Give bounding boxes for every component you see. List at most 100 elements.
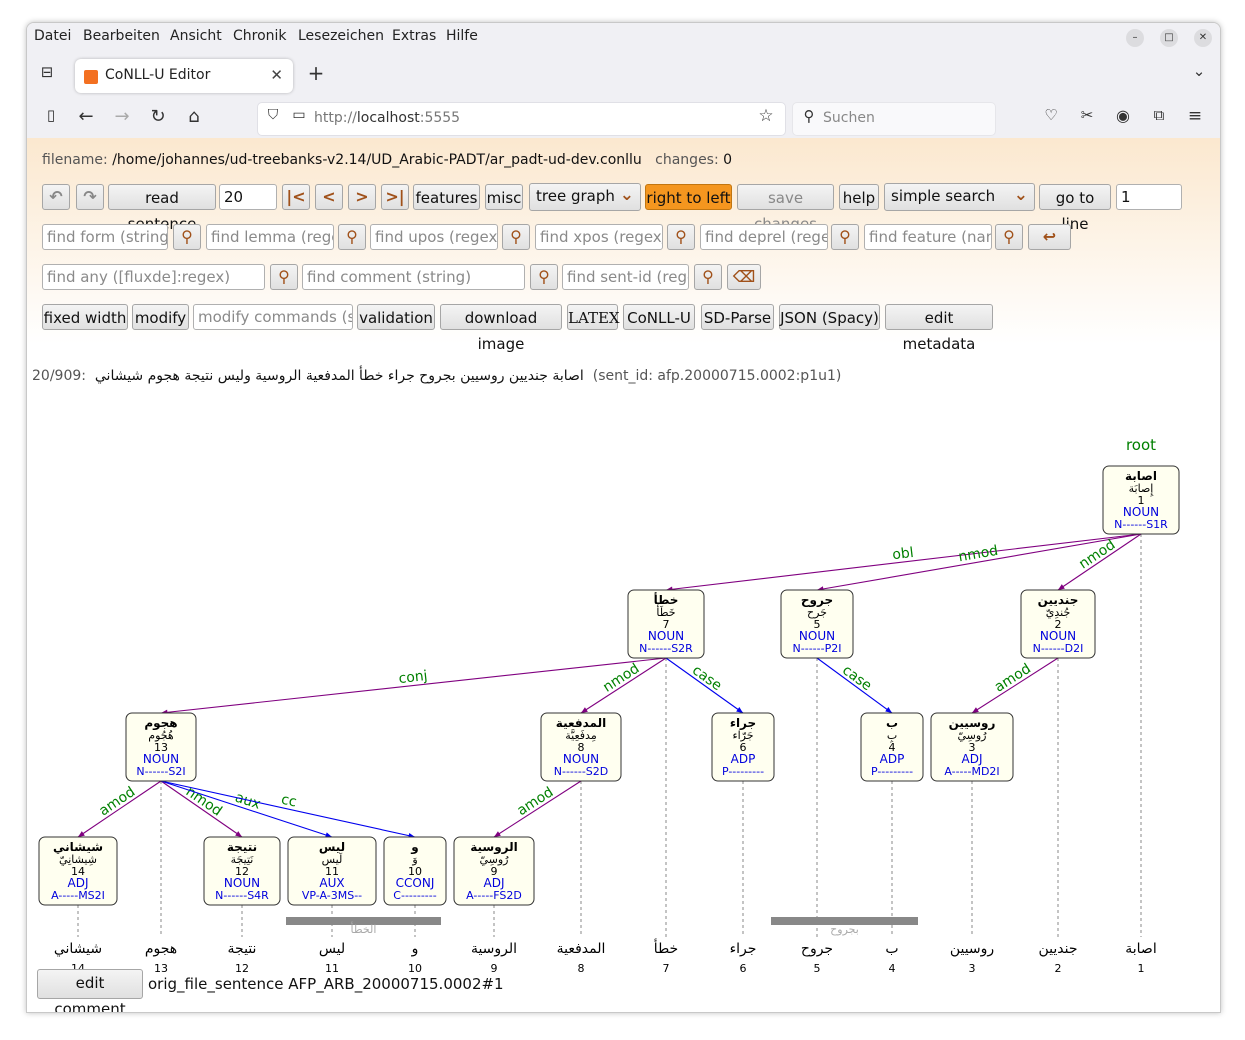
- features-button[interactable]: features: [413, 184, 480, 210]
- fixed-width-button[interactable]: fixed width: [42, 304, 128, 330]
- dependency-arc[interactable]: [971, 657, 1059, 714]
- search-icon[interactable]: ⚲: [831, 224, 859, 250]
- search-mode-select[interactable]: simple search⌄: [884, 183, 1035, 211]
- help-button[interactable]: help: [839, 184, 879, 210]
- screenshot-icon[interactable]: ✂: [1080, 106, 1094, 124]
- bookmark-star-icon[interactable]: ☆: [758, 106, 774, 126]
- tab-list-icon[interactable]: ⌄: [1192, 62, 1206, 80]
- forward-icon[interactable]: →: [114, 106, 130, 127]
- app-menu-icon[interactable]: ≡: [1187, 106, 1203, 126]
- deprel-label[interactable]: amod: [96, 784, 138, 819]
- dependency-arc[interactable]: [816, 657, 893, 714]
- menu-lesezeichen[interactable]: Lesezeichen: [298, 28, 384, 44]
- home-icon[interactable]: ⌂: [188, 106, 200, 127]
- deprel-label[interactable]: aux: [233, 790, 262, 813]
- browser-search[interactable]: ⚲ Suchen: [792, 102, 996, 136]
- find-any-input[interactable]: find any ([fluxde]:regex): [42, 264, 265, 290]
- menu-ansicht[interactable]: Ansicht: [170, 28, 222, 44]
- token-node[interactable]: [38, 836, 118, 906]
- maximize-icon[interactable]: □: [1160, 29, 1178, 47]
- latex-button[interactable]: LATEX: [567, 304, 620, 330]
- search-icon[interactable]: ⚲: [530, 264, 558, 290]
- new-tab-icon[interactable]: +: [307, 61, 325, 85]
- deprel-label[interactable]: nmod: [957, 543, 999, 566]
- token-node[interactable]: [1020, 589, 1096, 659]
- deprel-label[interactable]: cc: [280, 792, 298, 811]
- search-icon[interactable]: ⚲: [270, 264, 298, 290]
- edit-metadata-button[interactable]: edit metadata: [885, 304, 993, 353]
- token-node[interactable]: [780, 589, 854, 659]
- find-form-input[interactable]: find form (string): [42, 224, 168, 250]
- save-changes-button[interactable]: save changes: [737, 184, 834, 233]
- dependency-arc[interactable]: [493, 780, 582, 838]
- read-sentence-button[interactable]: read sentence: [108, 184, 216, 233]
- minimize-icon[interactable]: –: [1126, 29, 1144, 47]
- dependency-arc[interactable]: [77, 780, 162, 838]
- deprel-label[interactable]: amod: [514, 784, 556, 819]
- search-icon[interactable]: ⚲: [502, 224, 530, 250]
- sidebar-icon[interactable]: ▯: [46, 106, 56, 124]
- tab-overview-icon[interactable]: ⊟: [40, 63, 54, 81]
- token-node[interactable]: [125, 712, 197, 782]
- view-mode-select[interactable]: tree graph⌄: [529, 183, 641, 211]
- browser-tab[interactable]: CoNLL-U Editor ✕: [75, 59, 293, 93]
- reload-icon[interactable]: ↻: [150, 106, 166, 127]
- undo-icon[interactable]: ↶: [42, 184, 70, 210]
- menu-extras[interactable]: Extras: [392, 28, 437, 44]
- token-node[interactable]: [453, 836, 535, 906]
- dependency-arc[interactable]: [160, 780, 243, 838]
- next-sentence-icon[interactable]: >: [348, 184, 376, 210]
- search-icon[interactable]: ⚲: [694, 264, 722, 290]
- back-icon[interactable]: ←: [78, 106, 94, 127]
- dependency-arc[interactable]: [160, 780, 416, 838]
- dependency-arc[interactable]: [665, 533, 1142, 591]
- close-tab-icon[interactable]: ✕: [270, 66, 283, 84]
- line-number-input[interactable]: 1: [1116, 184, 1182, 210]
- deprel-label[interactable]: case: [839, 662, 874, 694]
- misc-button[interactable]: misc: [485, 184, 523, 210]
- menu-bearbeiten[interactable]: Bearbeiten: [83, 28, 160, 44]
- deprel-label[interactable]: nmod: [183, 784, 225, 820]
- last-sentence-icon[interactable]: >|: [381, 184, 409, 210]
- validation-button[interactable]: validation: [357, 304, 435, 330]
- deprel-label[interactable]: nmod: [600, 661, 642, 696]
- account-icon[interactable]: ◉: [1116, 106, 1130, 125]
- dependency-arc[interactable]: [160, 657, 667, 714]
- close-window-icon[interactable]: ✕: [1194, 29, 1212, 47]
- search-icon[interactable]: ⚲: [338, 224, 366, 250]
- edit-comment-button[interactable]: edit comment: [37, 969, 143, 1012]
- conllu-button[interactable]: CoNLL-U: [623, 304, 695, 330]
- find-deprel-input[interactable]: find deprel (regex): [700, 224, 828, 250]
- token-node[interactable]: [540, 712, 622, 782]
- go-to-line-button[interactable]: go to line: [1039, 184, 1111, 233]
- pocket-icon[interactable]: ♡: [1044, 106, 1058, 124]
- clear-search-icon[interactable]: ⌫: [727, 264, 761, 290]
- find-feature-input[interactable]: find feature (name: [864, 224, 992, 250]
- token-node[interactable]: [383, 836, 447, 906]
- extensions-icon[interactable]: ⧉: [1153, 106, 1165, 124]
- token-node[interactable]: [930, 712, 1014, 782]
- find-upos-input[interactable]: find upos (regex/...: [370, 224, 498, 250]
- find-xpos-input[interactable]: find xpos (regex/...: [535, 224, 663, 250]
- deprel-label[interactable]: obl: [891, 545, 914, 563]
- deprel-label[interactable]: nmod: [1076, 537, 1118, 573]
- first-sentence-icon[interactable]: |<: [282, 184, 310, 210]
- find-comment-input[interactable]: find comment (string): [302, 264, 525, 290]
- token-node[interactable]: [1102, 465, 1180, 535]
- token-node[interactable]: [860, 712, 924, 782]
- dependency-arc[interactable]: [160, 780, 333, 838]
- url-bar[interactable]: ⛉ ▭ http://localhost:5555 ☆: [257, 102, 786, 136]
- token-node[interactable]: [627, 589, 705, 659]
- dependency-arc[interactable]: [580, 657, 667, 714]
- token-node[interactable]: [711, 712, 775, 782]
- sd-parse-button[interactable]: SD-Parse: [701, 304, 774, 330]
- dependency-arc[interactable]: [665, 657, 744, 714]
- right-to-left-button[interactable]: right to left: [645, 184, 732, 210]
- dependency-arc[interactable]: [1057, 533, 1142, 591]
- search-icon[interactable]: ⚲: [667, 224, 695, 250]
- find-sent-id-input[interactable]: find sent-id (regex): [562, 264, 689, 290]
- search-icon[interactable]: ⚲: [173, 224, 201, 250]
- menu-chronik[interactable]: Chronik: [233, 28, 287, 44]
- token-node[interactable]: [287, 836, 377, 906]
- json-spacy-button[interactable]: JSON (Spacy): [779, 304, 880, 330]
